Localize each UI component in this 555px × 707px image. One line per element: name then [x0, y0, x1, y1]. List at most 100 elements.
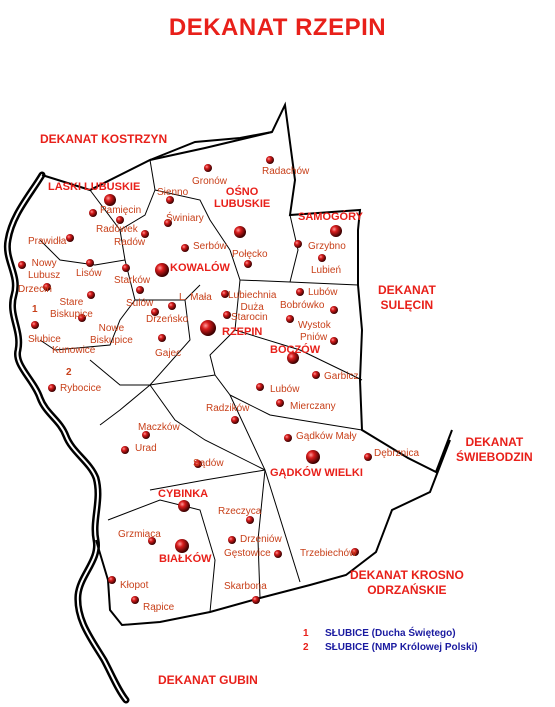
label-urad: Urad	[135, 443, 157, 454]
label-lubien: Lubień	[311, 265, 342, 276]
neighbor-gubin: DEKANAT GUBIN	[158, 673, 258, 687]
label-polecko: Połęcko	[232, 249, 268, 260]
marker-grzmiaca	[148, 537, 156, 545]
label-starkow: Starków	[114, 275, 151, 286]
label-slubice: Słubice	[28, 334, 61, 345]
neighbor-swiebodzin-line2: ŚWIEBODZIN	[456, 450, 533, 464]
label-sienno: Sienno	[157, 187, 189, 198]
label-maczkow: Maczków	[138, 422, 180, 433]
marker-serbow	[181, 244, 189, 252]
label-gadkow-wielki: GĄDKÓW WIELKI	[270, 467, 363, 479]
marker-radachow	[266, 156, 274, 164]
marker-oslo-lubuskie	[234, 226, 246, 238]
neighbor-sulecin-line2: SULĘCIN	[380, 298, 434, 312]
label-kowalow: KOWALÓW	[170, 262, 230, 274]
label-stare-biskupice-line2: Biskupice	[50, 309, 93, 320]
marker-drzeniow	[228, 536, 236, 544]
marker-pniow	[330, 337, 338, 345]
marker-nowy-lubusz	[18, 261, 26, 269]
marker-gestowice	[274, 550, 282, 558]
marker-starkow	[122, 264, 130, 272]
label-num2: 2	[66, 367, 72, 378]
label-gronow: Gronów	[192, 176, 228, 187]
label-drzecin: Drzecin	[18, 284, 52, 295]
label-skarbona: Skarbona	[224, 581, 267, 592]
label-stare-biskupice-line1: Stare	[59, 297, 84, 308]
label-sulow: Sulów	[126, 298, 154, 309]
marker-sulow	[136, 286, 144, 294]
marker-bobrowko	[330, 306, 338, 314]
parish-borders	[39, 159, 363, 613]
label-num1: 1	[32, 304, 38, 315]
label-pniow: Pniów	[300, 332, 328, 343]
label-nowe-biskupice-line1: Nowe	[98, 323, 125, 334]
marker-lubow-s	[256, 383, 264, 391]
neighbor-swiebodzin-line1: DEKANAT	[465, 435, 524, 449]
label-oslo-lubuskie-line2: LUBUSKIE	[214, 198, 271, 210]
label-rzepin: RZEPIN	[222, 326, 263, 338]
neighbor-krosno-line2: ODRZAŃSKIE	[367, 583, 447, 597]
legend-text-1: SŁUBICE (Ducha Świętego)	[325, 628, 456, 639]
label-drzensko: Drzeńsko	[146, 314, 189, 325]
label-nowy-lubusz-line1: Nowy	[31, 258, 57, 269]
marker-rapice	[131, 596, 139, 604]
label-lisow: Lisów	[76, 268, 102, 279]
marker-bialkow	[175, 539, 189, 553]
neighbor-swiebodzin: DEKANAT ŚWIEBODZIN	[456, 435, 533, 465]
neighbor-sulecin: DEKANAT SULĘCIN	[378, 283, 436, 313]
marker-polecko	[244, 260, 252, 268]
marker-rybocice	[48, 384, 56, 392]
marker-urad	[121, 446, 129, 454]
swiebodzin-border	[435, 429, 453, 473]
legend-text-2: SŁUBICE (NMP Królowej Polski)	[325, 642, 478, 653]
label-oslo-lubuskie: OŚNO LUBUSKIE	[214, 186, 270, 210]
label-grzybno: Grzybno	[308, 241, 346, 252]
marker-debrznica	[364, 453, 372, 461]
label-rapice: Rąpice	[143, 602, 175, 613]
marker-sadow	[194, 460, 202, 468]
label-trzebiechow: Trzebiechów	[300, 548, 357, 559]
marker-radzikow	[231, 416, 239, 424]
label-stare-biskupice: Stare Biskupice	[50, 297, 93, 321]
marker-gronow	[204, 164, 212, 172]
label-cybinka: CYBINKA	[158, 488, 209, 500]
map-title: DEKANAT RZEPIN	[168, 14, 387, 41]
label-prawidla: Prawidła	[28, 236, 67, 247]
neighbor-kostrzyn: DEKANAT KOSTRZYN	[40, 132, 168, 146]
deanery-border	[41, 101, 451, 627]
label-mierczany: Mierczany	[290, 401, 336, 412]
label-laski-lubuskie: LASKI LUBUSKIE	[48, 181, 141, 193]
neighbor-krosno: DEKANAT KROSNO ODRZAŃSKIE	[350, 568, 464, 598]
label-lubiechnia-duza: Lubiechnia Duża	[228, 290, 276, 314]
marker-rzepin	[200, 320, 216, 336]
legend-number-1: 1	[303, 628, 309, 639]
label-lubow-s: Lubów	[270, 384, 300, 395]
label-nowy-lubusz-line2: Lubusz	[28, 270, 61, 281]
marker-slubice	[31, 321, 39, 329]
label-wystok: Wystok	[298, 320, 331, 331]
marker-l-mala	[168, 302, 176, 310]
legend-item-1: 1 SŁUBICE (Ducha Świętego)	[303, 627, 456, 641]
marker-pamiecin	[89, 209, 97, 217]
label-starocin: Starocin	[231, 312, 268, 323]
label-serbow: Serbów	[193, 241, 227, 252]
marker-starocin	[223, 311, 231, 319]
marker-cybinka	[178, 500, 190, 512]
label-bialkow: BIAŁKÓW	[159, 553, 212, 565]
label-lubiechnia-line2: Duża	[240, 302, 264, 313]
marker-lisow	[86, 259, 94, 267]
marker-boczow	[287, 352, 299, 364]
marker-lubien	[318, 254, 326, 262]
label-gadkow-maly: Gądków Mały	[296, 431, 357, 442]
marker-mierczany	[276, 399, 284, 407]
marker-swiniary	[164, 219, 172, 227]
label-lubow-n: Lubów	[308, 287, 338, 298]
marker-klopot	[108, 576, 116, 584]
church-markers	[18, 156, 372, 604]
label-nowe-biskupice-line2: Biskupice	[90, 335, 133, 346]
marker-skarbona	[252, 596, 260, 604]
marker-lubiechnia	[221, 290, 229, 298]
